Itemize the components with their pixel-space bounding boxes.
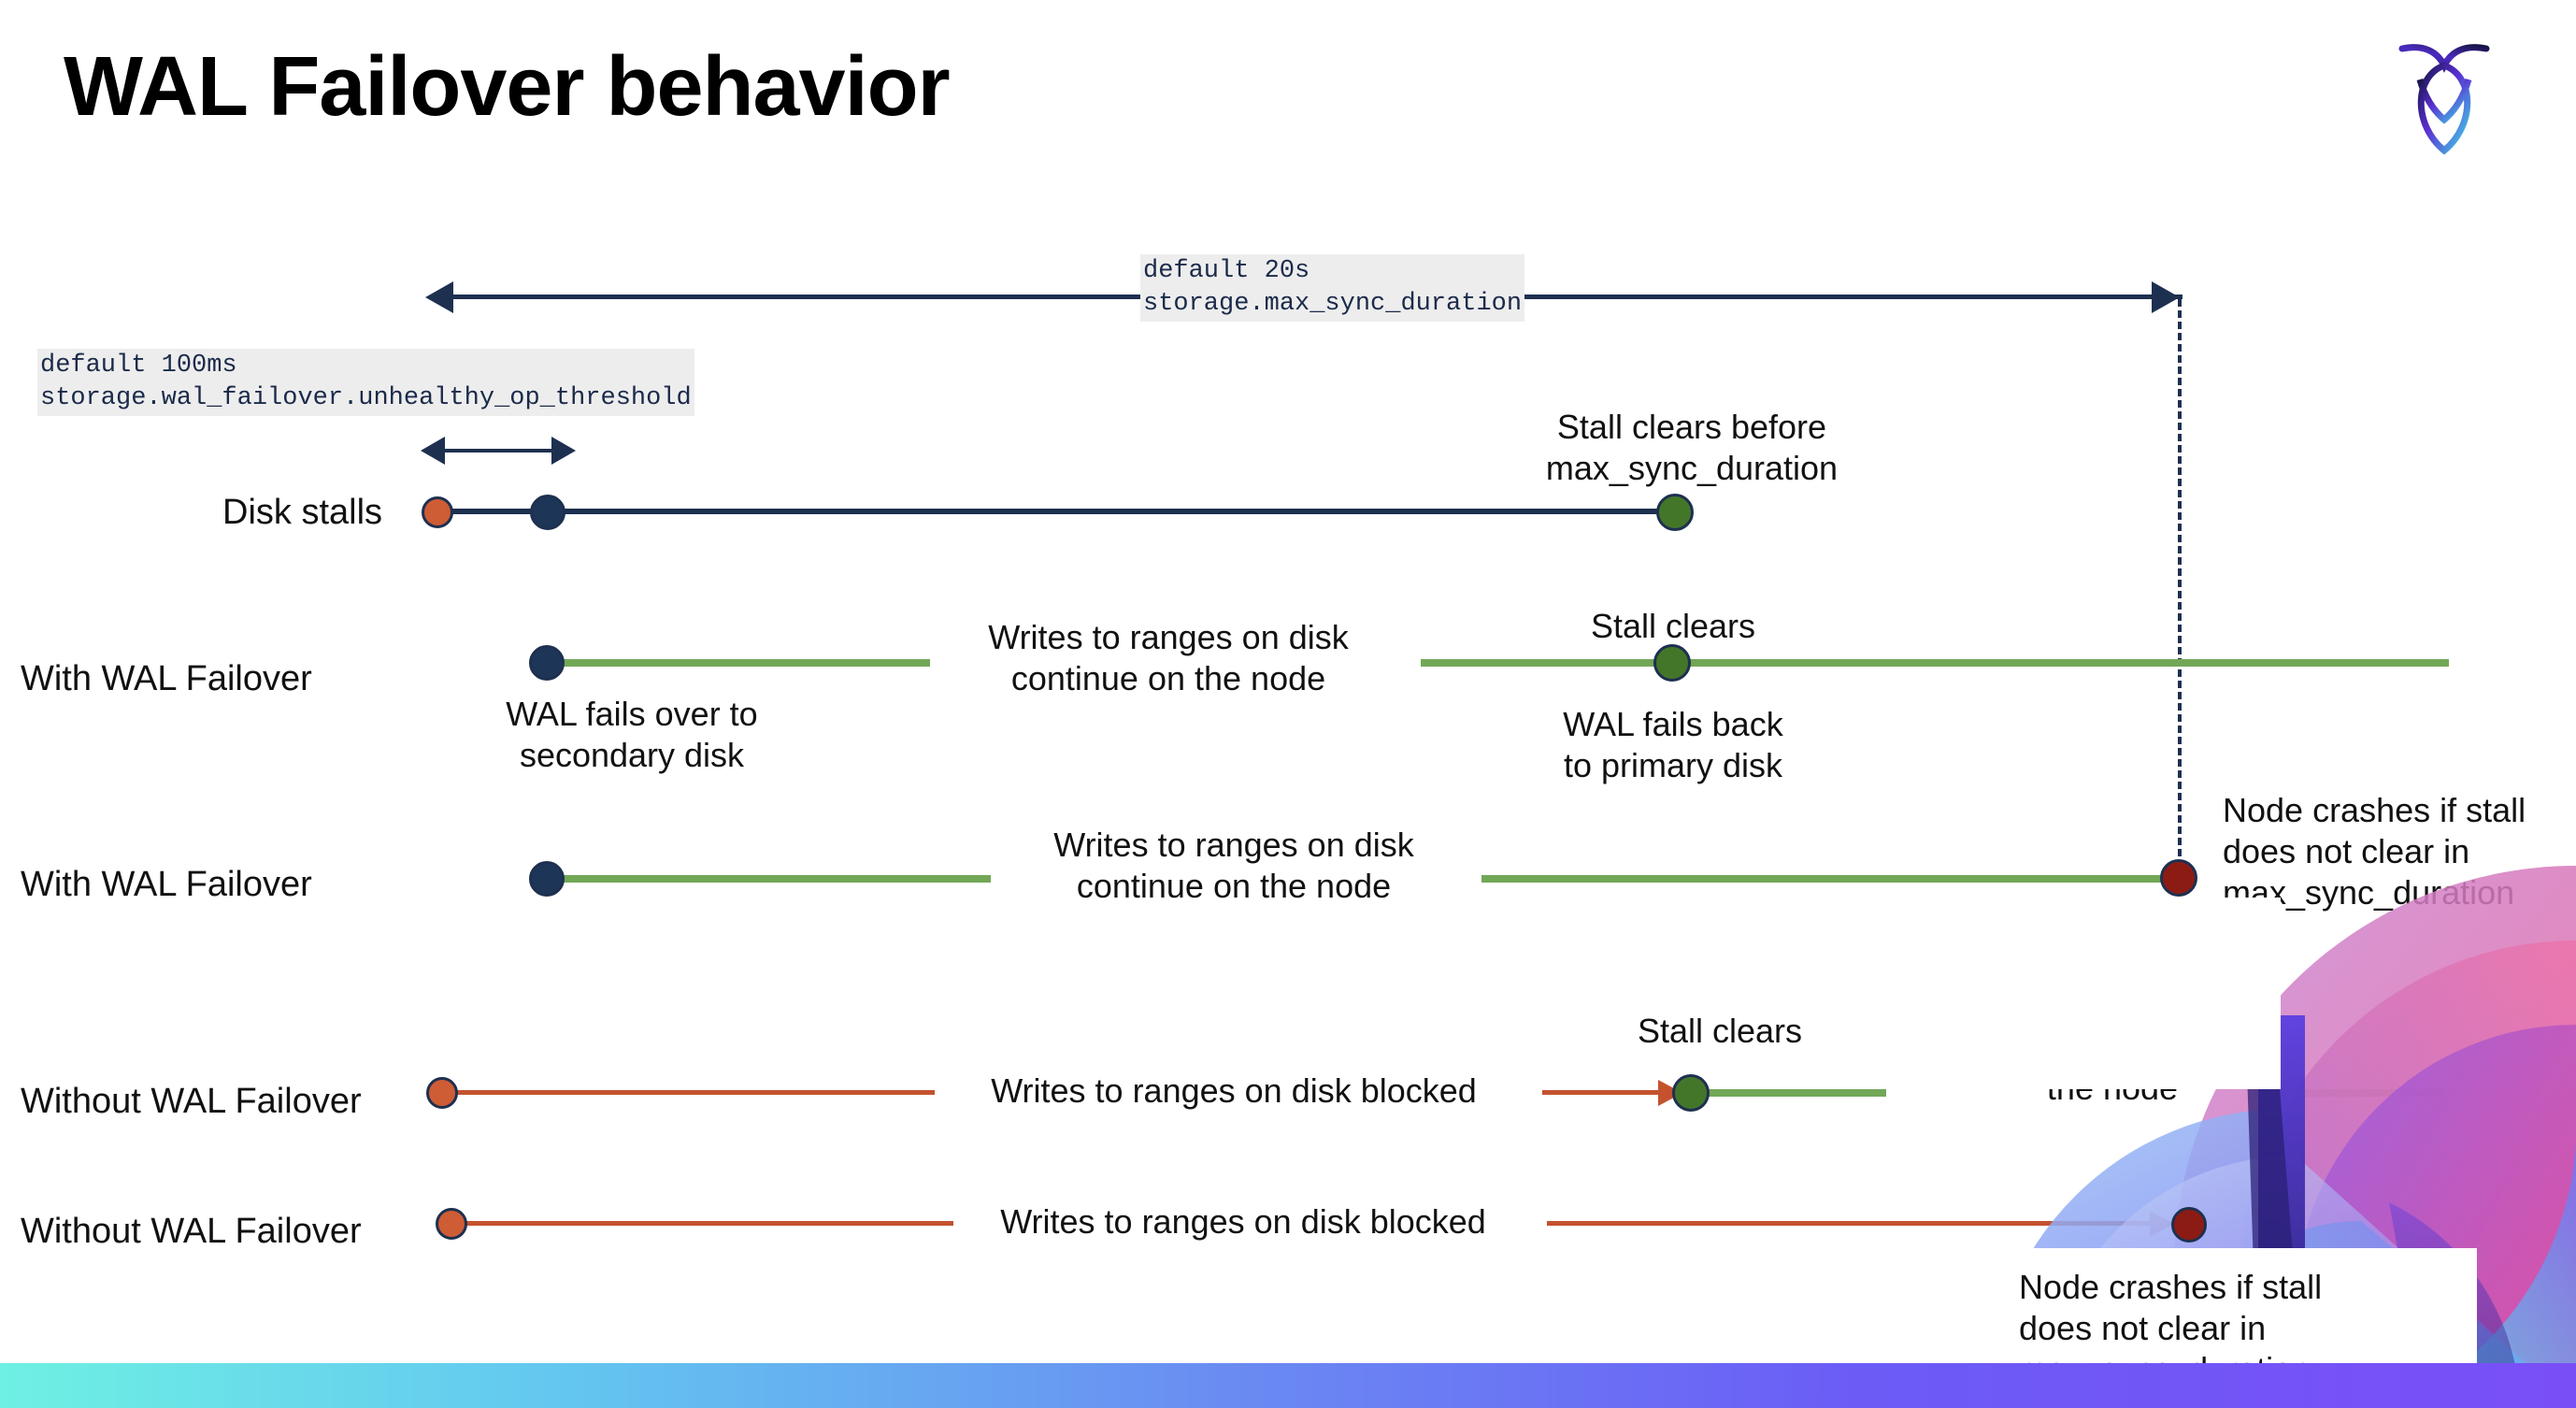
row-label-without-wal-failover-1: Without WAL Failover xyxy=(21,1082,362,1121)
note-node-crashes-1: Node crashes if stall does not clear in … xyxy=(2223,791,2526,912)
disk-stalls-clear-marker xyxy=(1656,494,1694,531)
without-failover-1-segment-b xyxy=(1542,1090,1673,1095)
unhealthy-left-arrowhead xyxy=(421,437,445,465)
wal-failover-2-segment-a xyxy=(542,875,991,883)
max-sync-duration-annotation: default 20s storage.max_sync_duration xyxy=(1140,254,1525,323)
max-sync-duration-guideline xyxy=(2178,299,2182,879)
disk-stalls-timeline xyxy=(439,509,1673,514)
page-title: WAL Failover behavior xyxy=(64,40,951,134)
disk-stalls-failover-marker xyxy=(530,495,565,530)
without-failover-1-segment-green2 xyxy=(2295,1089,2444,1097)
artwork-mask-upper xyxy=(1916,898,2281,1089)
unhealthy-setting-name: storage.wal_failover.unhealthy_op_thresh… xyxy=(40,384,692,413)
row-label-disk-stalls: Disk stalls xyxy=(222,493,383,532)
wal-failover-1-segment-a xyxy=(542,659,930,667)
without-failover-1-segment-a xyxy=(449,1090,935,1095)
wal-failover-2-failover-marker xyxy=(529,861,565,897)
wal-failover-1-segment-b xyxy=(1421,659,2449,667)
max-sync-default-value: default 20s xyxy=(1143,257,1310,285)
note-stall-clears-1: Stall clears xyxy=(1590,607,1756,645)
without-failover-1-clear-marker xyxy=(1672,1074,1710,1112)
note-writes-blocked-2: Writes to ranges on disk blocked xyxy=(1000,1202,1486,1241)
max-sync-right-arrowhead xyxy=(2152,281,2180,313)
without-failover-2-segment-a xyxy=(458,1221,953,1226)
note-wal-fails-over-to-secondary: WAL fails over to secondary disk xyxy=(506,695,758,774)
unhealthy-right-arrowhead xyxy=(551,437,576,465)
without-failover-2-crash-marker xyxy=(2171,1207,2207,1243)
wal-failover-1-failover-marker xyxy=(529,645,565,681)
note-writes-continue-1: Writes to ranges on disk continue on the… xyxy=(988,618,1349,697)
note-stall-clears-2: Stall clears xyxy=(1637,1012,1803,1050)
without-failover-1-stall-marker xyxy=(426,1077,458,1109)
row-label-with-wal-failover-2: With WAL Failover xyxy=(21,865,312,904)
without-failover-2-segment-b xyxy=(1547,1221,2168,1226)
note-writes-blocked-1: Writes to ranges on disk blocked xyxy=(991,1071,1477,1110)
row-label-with-wal-failover-1: With WAL Failover xyxy=(21,659,312,698)
cockroachdb-logo-icon xyxy=(2393,28,2496,159)
unhealthy-threshold-span-line xyxy=(441,449,555,453)
without-failover-2-stall-marker xyxy=(436,1208,467,1240)
disk-stalls-start-marker xyxy=(422,496,453,528)
note-writes-continue-2: Writes to ranges on disk continue on the… xyxy=(1053,826,1414,905)
wal-failover-2-segment-b xyxy=(1481,875,2178,883)
note-wal-fails-back-to-primary: WAL fails back to primary disk xyxy=(1563,705,1783,784)
note-stall-clears-before-max-sync: Stall clears before max_sync_duration xyxy=(1545,408,1839,487)
wal-failover-1-clear-marker xyxy=(1653,644,1691,682)
max-sync-setting-name: storage.max_sync_duration xyxy=(1143,290,1523,319)
without-failover-1-segment-green xyxy=(1699,1089,1886,1097)
unhealthy-default-value: default 100ms xyxy=(40,352,237,380)
max-sync-left-arrowhead xyxy=(425,281,453,313)
wal-failover-2-crash-marker xyxy=(2160,859,2197,897)
unhealthy-op-threshold-annotation: default 100ms storage.wal_failover.unhea… xyxy=(37,349,694,417)
row-label-without-wal-failover-2: Without WAL Failover xyxy=(21,1212,362,1251)
bottom-gradient-bar xyxy=(0,1363,2576,1408)
